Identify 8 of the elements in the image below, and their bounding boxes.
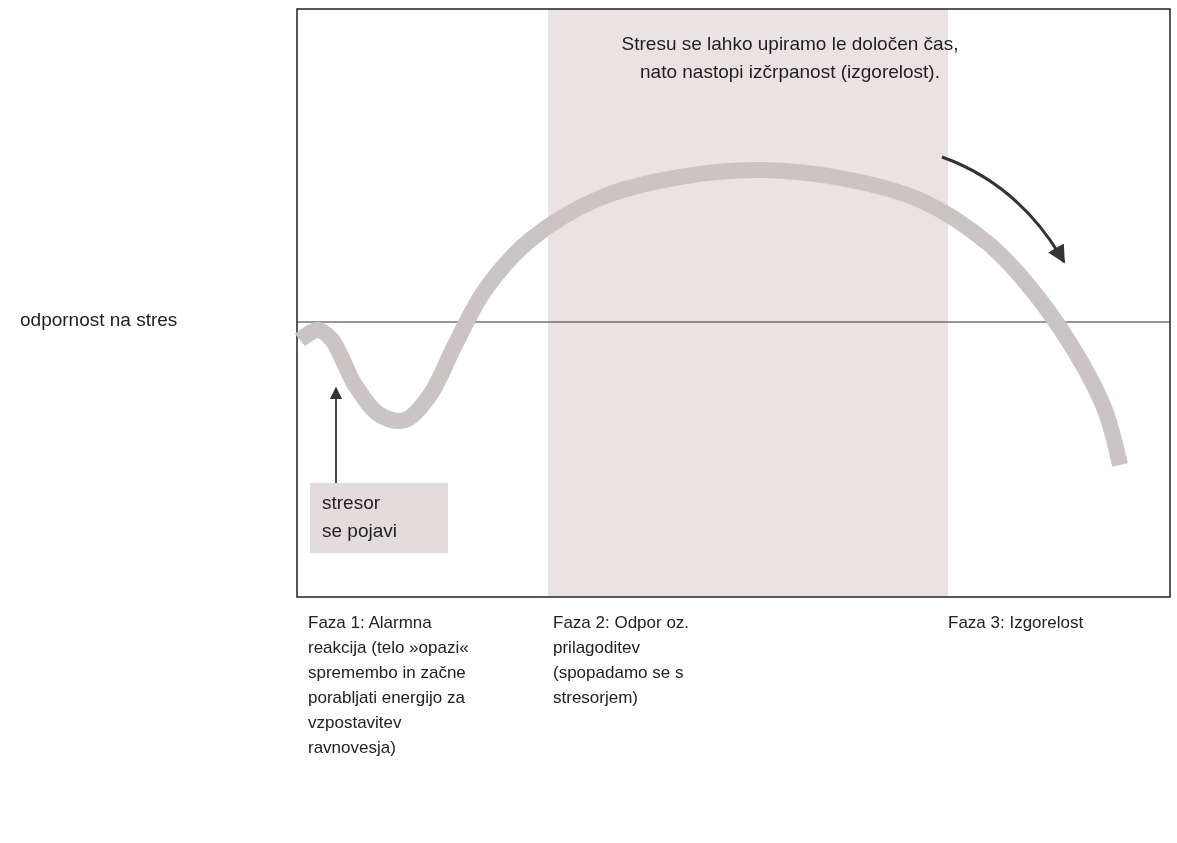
phase-label: Faza 1: Alarmna reakcija (telo »opazi« spremembo in začne porabljati energijo za vzpostavitev ravnovesja)	[308, 612, 470, 759]
stress-curve	[295, 162, 1128, 467]
label-box: stresor se pojavi	[310, 483, 448, 553]
arrow	[329, 386, 343, 484]
phase-label: Faza 2: Odpor oz. prilagoditev (spopadamo se s stresorjem)	[553, 612, 691, 709]
annotation-text: Stresu se lahko upiramo le določen čas, nato nastopi izčrpanost (izgorelost).	[620, 32, 960, 84]
phase-label: Faza 3: Izgorelost	[948, 612, 1085, 634]
axis-label: odpornost na stres	[20, 308, 179, 332]
